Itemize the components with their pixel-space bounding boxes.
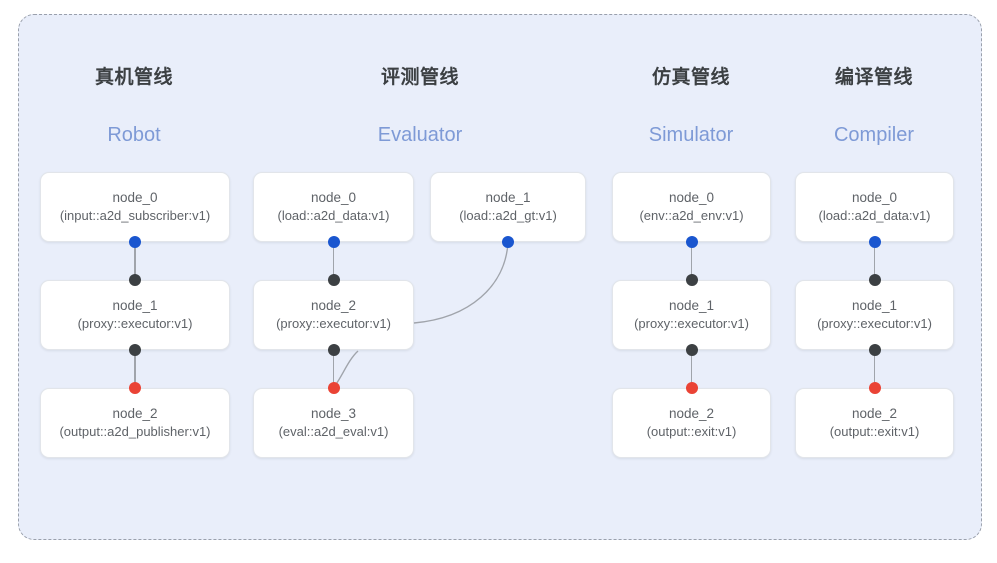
port-dot-input-compiler-row2[interactable] bbox=[868, 382, 881, 394]
port-dot-input-compiler-row1[interactable] bbox=[868, 274, 881, 286]
port-dot-input-evaluator-row2[interactable] bbox=[327, 382, 340, 394]
connector-line bbox=[134, 350, 136, 388]
column-title-simulator: 仿真管线 bbox=[651, 67, 730, 88]
node-name-label: node_1 bbox=[851, 297, 898, 313]
node-box-robot-node_2[interactable]: node_2(output::a2d_publisher:v1) bbox=[40, 388, 230, 458]
column-subtitle-evaluator: Evaluator bbox=[377, 124, 463, 146]
node-name-label: node_2 bbox=[112, 405, 158, 421]
port-dot-input-simulator-row2[interactable] bbox=[685, 382, 698, 394]
node-name-label: node_1 bbox=[668, 297, 715, 313]
node-name-label: node_1 bbox=[112, 297, 158, 313]
node-box-robot-node_0[interactable]: node_0(input::a2d_subscriber:v1) bbox=[40, 172, 230, 242]
column-title-evaluator: 评测管线 bbox=[380, 67, 459, 88]
port-dot-input-robot-row2[interactable] bbox=[129, 382, 141, 394]
node-box-simulator-node_1[interactable]: node_1(proxy::executor:v1) bbox=[612, 280, 771, 350]
node-box-compiler-node_1[interactable]: node_1(proxy::executor:v1) bbox=[795, 280, 954, 350]
column-title-compiler: 编译管线 bbox=[834, 67, 913, 88]
node-name-label: node_2 bbox=[668, 405, 715, 421]
port-dot-output-evaluator-row0[interactable] bbox=[327, 236, 340, 248]
node-box-evaluator-node_2[interactable]: node_2(proxy::executor:v1) bbox=[253, 280, 414, 350]
port-dot-output-robot-row1[interactable] bbox=[129, 344, 141, 356]
column-subtitle-robot: Robot bbox=[107, 124, 161, 146]
node-spec-label: (eval::a2d_eval:v1) bbox=[278, 424, 389, 440]
node-spec-label: (output::exit:v1) bbox=[646, 424, 737, 440]
port-dot-input-evaluator-row1[interactable] bbox=[327, 274, 340, 286]
connector-line bbox=[134, 242, 136, 280]
node-spec-label: (input::a2d_subscriber:v1) bbox=[59, 208, 211, 224]
node-spec-label: (output::exit:v1) bbox=[829, 424, 920, 440]
port-dot-input-simulator-row1[interactable] bbox=[685, 274, 698, 286]
node-spec-label: (proxy::executor:v1) bbox=[276, 316, 391, 332]
node-spec-label: (proxy::executor:v1) bbox=[817, 316, 932, 332]
node-box-simulator-node_0[interactable]: node_0(env::a2d_env:v1) bbox=[612, 172, 771, 242]
connector-line bbox=[690, 350, 693, 388]
node-box-robot-node_1[interactable]: node_1(proxy::executor:v1) bbox=[40, 280, 230, 350]
column-subtitle-compiler: Compiler bbox=[833, 124, 915, 146]
port-dot-output-robot-row0[interactable] bbox=[129, 236, 141, 248]
column-subtitle-simulator: Simulator bbox=[648, 124, 734, 146]
node-name-label: node_3 bbox=[310, 405, 357, 421]
node-spec-label: (proxy::executor:v1) bbox=[77, 316, 193, 332]
node-spec-label: (proxy::executor:v1) bbox=[634, 316, 749, 332]
port-dot-output-simulator-row1[interactable] bbox=[685, 344, 698, 356]
node-spec-label: (env::a2d_env:v1) bbox=[639, 208, 744, 224]
node-name-label: node_0 bbox=[310, 189, 357, 205]
pipeline-panel bbox=[18, 14, 982, 540]
node-box-evaluator-node_1[interactable]: node_1(load::a2d_gt:v1) bbox=[430, 172, 586, 242]
node-box-evaluator-node_3[interactable]: node_3(eval::a2d_eval:v1) bbox=[253, 388, 414, 458]
node-name-label: node_2 bbox=[851, 405, 898, 421]
port-dot-output-compiler-row0[interactable] bbox=[868, 236, 881, 248]
port-dot-output-compiler-row1[interactable] bbox=[868, 344, 881, 356]
connector-line bbox=[873, 350, 876, 388]
node-name-label: node_0 bbox=[112, 189, 158, 205]
port-dot-input-robot-row1[interactable] bbox=[129, 274, 141, 286]
node-name-label: node_1 bbox=[485, 189, 531, 205]
node-name-label: node_0 bbox=[851, 189, 898, 205]
node-box-simulator-node_2[interactable]: node_2(output::exit:v1) bbox=[612, 388, 771, 458]
node-name-label: node_0 bbox=[668, 189, 715, 205]
connector-line bbox=[690, 242, 693, 280]
node-box-compiler-node_2[interactable]: node_2(output::exit:v1) bbox=[795, 388, 954, 458]
node-box-compiler-node_0[interactable]: node_0(load::a2d_data:v1) bbox=[795, 172, 954, 242]
node-spec-label: (load::a2d_data:v1) bbox=[818, 208, 931, 224]
column-title-robot: 真机管线 bbox=[94, 67, 173, 88]
node-spec-label: (load::a2d_gt:v1) bbox=[459, 208, 557, 224]
node-spec-label: (output::a2d_publisher:v1) bbox=[59, 424, 211, 440]
connector-line bbox=[332, 242, 335, 280]
connector-line bbox=[873, 242, 876, 280]
node-box-evaluator-node_0[interactable]: node_0(load::a2d_data:v1) bbox=[253, 172, 414, 242]
port-dot-output-evaluator-row1[interactable] bbox=[327, 344, 340, 356]
node-spec-label: (load::a2d_data:v1) bbox=[277, 208, 390, 224]
port-dot-output-evaluator-node_1[interactable] bbox=[502, 236, 514, 248]
node-name-label: node_2 bbox=[310, 297, 357, 313]
port-dot-output-simulator-row0[interactable] bbox=[685, 236, 698, 248]
